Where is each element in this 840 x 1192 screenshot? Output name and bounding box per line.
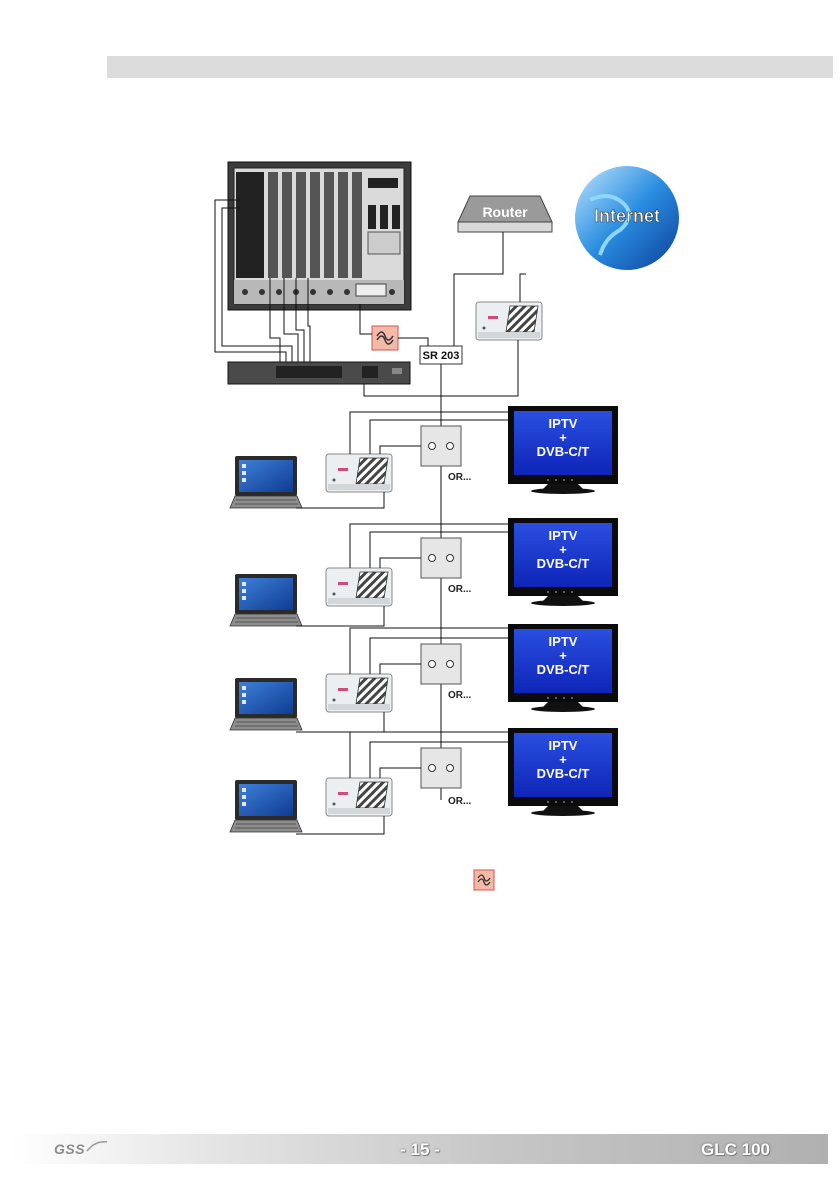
splitter-sr203: SR 203 bbox=[420, 346, 462, 364]
splitter-label: SR 203 bbox=[423, 350, 460, 362]
internet-label: Internet bbox=[594, 206, 660, 226]
tv-label-line3: DVB-C/T bbox=[537, 556, 590, 571]
tv-label-line2: + bbox=[559, 542, 567, 557]
subscriber-row-3: OR... IPTV + DVB-C/T bbox=[230, 624, 618, 732]
tv-label-line1: IPTV bbox=[549, 528, 578, 543]
router: Router bbox=[458, 196, 552, 232]
tv-label-line3: DVB-C/T bbox=[537, 444, 590, 459]
subscriber-row-4: OR... IPTV + DVB-C/T bbox=[230, 728, 618, 834]
or-label: OR... bbox=[448, 796, 472, 807]
tv-label-line2: + bbox=[559, 752, 567, 767]
tv-label-line1: IPTV bbox=[549, 738, 578, 753]
tv-label-line3: DVB-C/T bbox=[537, 766, 590, 781]
subscriber-row-2: OR... IPTV + DVB-C/T bbox=[230, 518, 618, 626]
router-label: Router bbox=[482, 204, 528, 220]
tv-label-line2: + bbox=[559, 430, 567, 445]
internet-globe: Internet bbox=[575, 166, 679, 270]
footer-bar: GSS - 15 - GLC 100 bbox=[12, 1134, 828, 1164]
tv-label-line1: IPTV bbox=[549, 416, 578, 431]
or-label: OR... bbox=[448, 584, 472, 595]
gateway-modem bbox=[476, 302, 542, 340]
or-label: OR... bbox=[448, 472, 472, 483]
model-name: GLC 100 bbox=[701, 1140, 770, 1160]
tv-label-line2: + bbox=[559, 648, 567, 663]
subscriber-row-1: OR... IPTV + DVB-C/T bbox=[230, 406, 618, 508]
tv-label-line1: IPTV bbox=[549, 634, 578, 649]
lowpass-filter bbox=[372, 326, 398, 350]
tv-label-line3: DVB-C/T bbox=[537, 662, 590, 677]
headend-rack bbox=[228, 162, 411, 310]
lowpass-filter-icon bbox=[474, 870, 494, 890]
network-switch bbox=[228, 362, 410, 384]
or-label: OR... bbox=[448, 690, 472, 701]
